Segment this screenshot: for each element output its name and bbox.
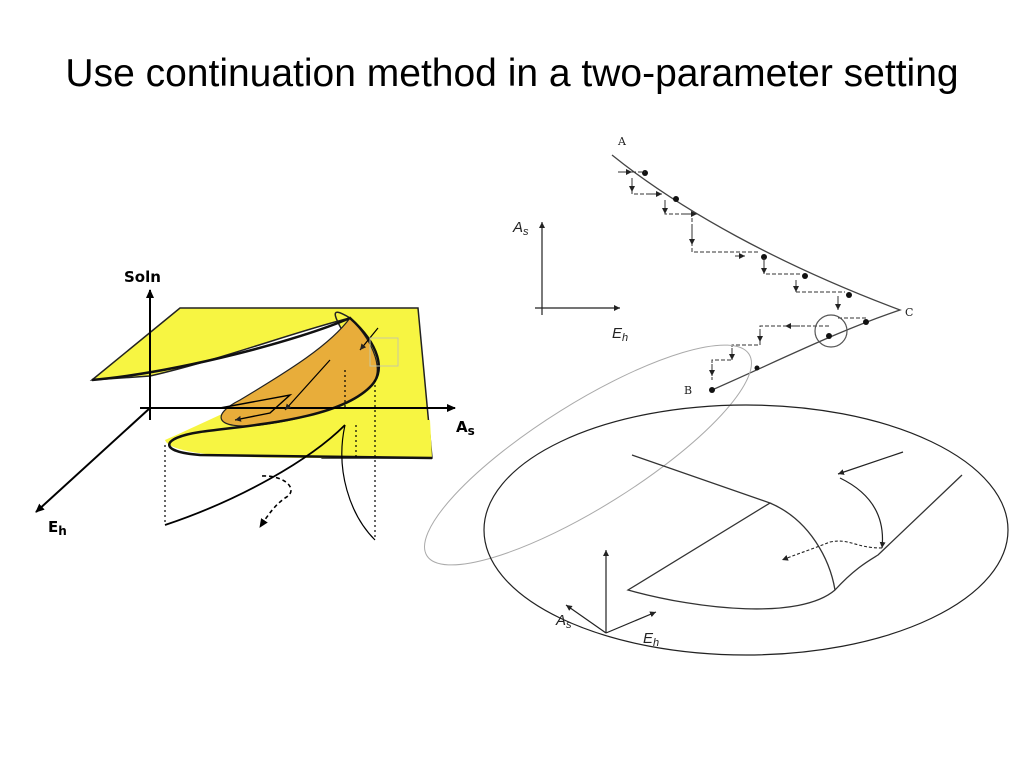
staircase-arrows (618, 169, 841, 376)
point-a-label: A (617, 135, 627, 148)
zoom-approach-arrow (837, 451, 904, 475)
zoom-dashed-arrow (781, 540, 883, 561)
fold-entry-arrow (359, 327, 379, 351)
zoom-circle (814, 314, 848, 348)
zoom-ellipse (483, 404, 1009, 656)
eh-axis (35, 407, 151, 513)
zoom-fold-edge (769, 502, 836, 591)
bottom-as-axis (565, 604, 607, 634)
fold-curve (611, 154, 902, 391)
fold-edge (91, 316, 433, 460)
as-axis-label: As (456, 418, 475, 438)
fold-highlight-box (369, 337, 399, 367)
zoom-source-ellipse (424, 344, 752, 566)
projected-dashed-path (259, 475, 292, 528)
left-surface-diagram: Soln As Eh (35, 268, 475, 541)
top-as-label: As (512, 219, 529, 238)
fold-inner-arrow (284, 359, 331, 411)
zoom-curved-arrow (839, 477, 886, 549)
bottom-as-label: As (555, 612, 572, 631)
point-b-label: B (684, 384, 692, 397)
point-c-label: C (905, 306, 913, 319)
right-continuation-diagram: As Eh A C B (424, 135, 1009, 656)
eh-axis-label: Eh (48, 518, 67, 538)
projected-curve (164, 424, 346, 526)
fold-path-arrows (219, 393, 293, 422)
top-eh-label: Eh (612, 325, 628, 344)
bottom-eh-label: Eh (643, 630, 659, 649)
zoom-fold-surface (626, 454, 963, 610)
projected-curve-right (341, 424, 376, 541)
bottom-eh-axis (605, 611, 657, 634)
soln-axis-label: Soln (124, 268, 161, 286)
curve-points (642, 170, 869, 393)
slide-title: Use continuation method in a two-paramet… (65, 52, 959, 95)
